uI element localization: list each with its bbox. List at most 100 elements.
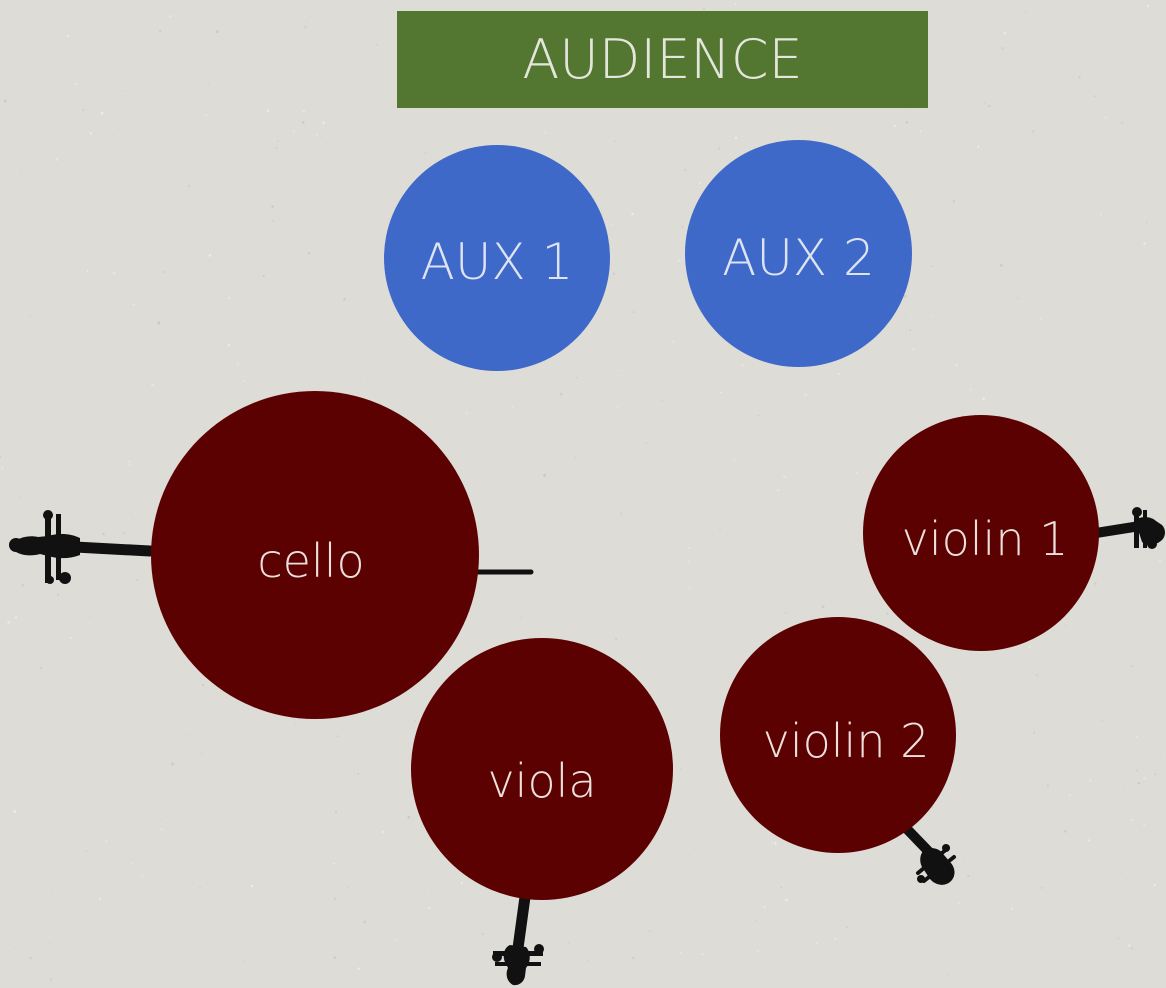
paper-speck (1145, 221, 1148, 224)
paper-speck (575, 376, 578, 379)
paper-speck (399, 831, 401, 833)
paper-speck (186, 727, 188, 730)
paper-speck (140, 874, 143, 877)
paper-speck (1128, 944, 1131, 947)
paper-speck (1091, 770, 1093, 772)
paper-speck (1100, 73, 1102, 76)
paper-speck (1081, 281, 1083, 284)
paper-speck (205, 114, 208, 117)
paper-speck (1024, 11, 1027, 13)
paper-speck (169, 15, 172, 18)
paper-speck (333, 897, 337, 901)
paper-speck (937, 186, 939, 188)
paper-speck (684, 411, 685, 413)
paper-speck (559, 392, 563, 396)
paper-speck (66, 34, 70, 38)
paper-speck (988, 104, 991, 107)
paper-speck (336, 735, 339, 738)
paper-speck (821, 605, 825, 609)
paper-speck (785, 898, 789, 902)
paper-speck (574, 456, 577, 459)
paper-speck (375, 43, 378, 46)
paper-speck (666, 684, 668, 686)
paper-speck (157, 321, 161, 325)
paper-speck (65, 64, 67, 66)
paper-speck (671, 340, 674, 343)
paper-speck (1162, 753, 1165, 756)
paper-speck (755, 919, 757, 921)
paper-speck (955, 170, 957, 172)
paper-speck (631, 212, 634, 216)
paper-speck (303, 90, 306, 92)
paper-speck (1035, 673, 1039, 677)
paper-speck (688, 587, 691, 590)
paper-speck (98, 898, 101, 901)
paper-speck (151, 383, 154, 387)
paper-speck (102, 532, 105, 536)
paper-speck (620, 512, 622, 515)
paper-speck (834, 937, 837, 940)
aux-2-label: AUX 2 (722, 228, 875, 287)
paper-speck (1111, 330, 1113, 332)
paper-speck (688, 546, 691, 549)
paper-speck (3, 99, 7, 103)
paper-speck (700, 952, 704, 956)
paper-speck (1135, 769, 1139, 772)
paper-speck (1135, 735, 1138, 739)
paper-speck (774, 842, 777, 845)
paper-speck (49, 935, 52, 938)
paper-speck (684, 169, 686, 171)
paper-speck (128, 463, 131, 466)
paper-speck (986, 682, 988, 684)
paper-speck (128, 460, 131, 463)
paper-speck (227, 343, 231, 347)
paper-speck (243, 960, 246, 962)
paper-speck (302, 110, 305, 113)
paper-speck (57, 593, 60, 596)
paper-speck (687, 766, 689, 768)
paper-speck (1143, 242, 1146, 245)
paper-speck (946, 974, 949, 977)
paper-speck (199, 886, 201, 889)
paper-speck (1031, 266, 1033, 268)
aux-1-speaker: AUX 1 (384, 145, 610, 371)
paper-speck (2, 514, 4, 515)
paper-speck (919, 130, 922, 133)
paper-speck (86, 269, 89, 272)
paper-speck (962, 859, 964, 861)
paper-speck (394, 939, 397, 942)
paper-speck (363, 920, 367, 924)
paper-speck (614, 140, 616, 142)
paper-speck (88, 622, 91, 625)
paper-speck (333, 956, 337, 960)
paper-speck (1023, 319, 1025, 321)
paper-speck (1088, 779, 1092, 782)
paper-speck (89, 132, 93, 135)
paper-speck (632, 311, 635, 314)
paper-speck (39, 904, 41, 906)
paper-speck (753, 528, 755, 530)
paper-speck (359, 184, 361, 186)
paper-speck (986, 691, 988, 693)
paper-speck (266, 840, 268, 842)
paper-speck (307, 252, 311, 255)
paper-speck (983, 102, 986, 105)
paper-speck (357, 772, 360, 775)
paper-speck (1010, 907, 1014, 910)
paper-speck (294, 722, 297, 725)
paper-speck (322, 121, 325, 124)
paper-speck (612, 223, 614, 226)
paper-speck (687, 560, 690, 563)
audience-label: AUDIENCE (522, 28, 803, 91)
paper-speck (1110, 343, 1113, 345)
paper-speck (44, 862, 46, 864)
paper-speck (544, 131, 547, 134)
paper-speck (37, 527, 39, 529)
paper-speck (46, 928, 48, 931)
paper-speck (1033, 198, 1036, 201)
paper-speck (617, 369, 620, 372)
paper-speck (1063, 829, 1067, 833)
paper-speck (82, 109, 85, 112)
paper-speck (49, 978, 53, 981)
paper-speck (967, 874, 970, 878)
